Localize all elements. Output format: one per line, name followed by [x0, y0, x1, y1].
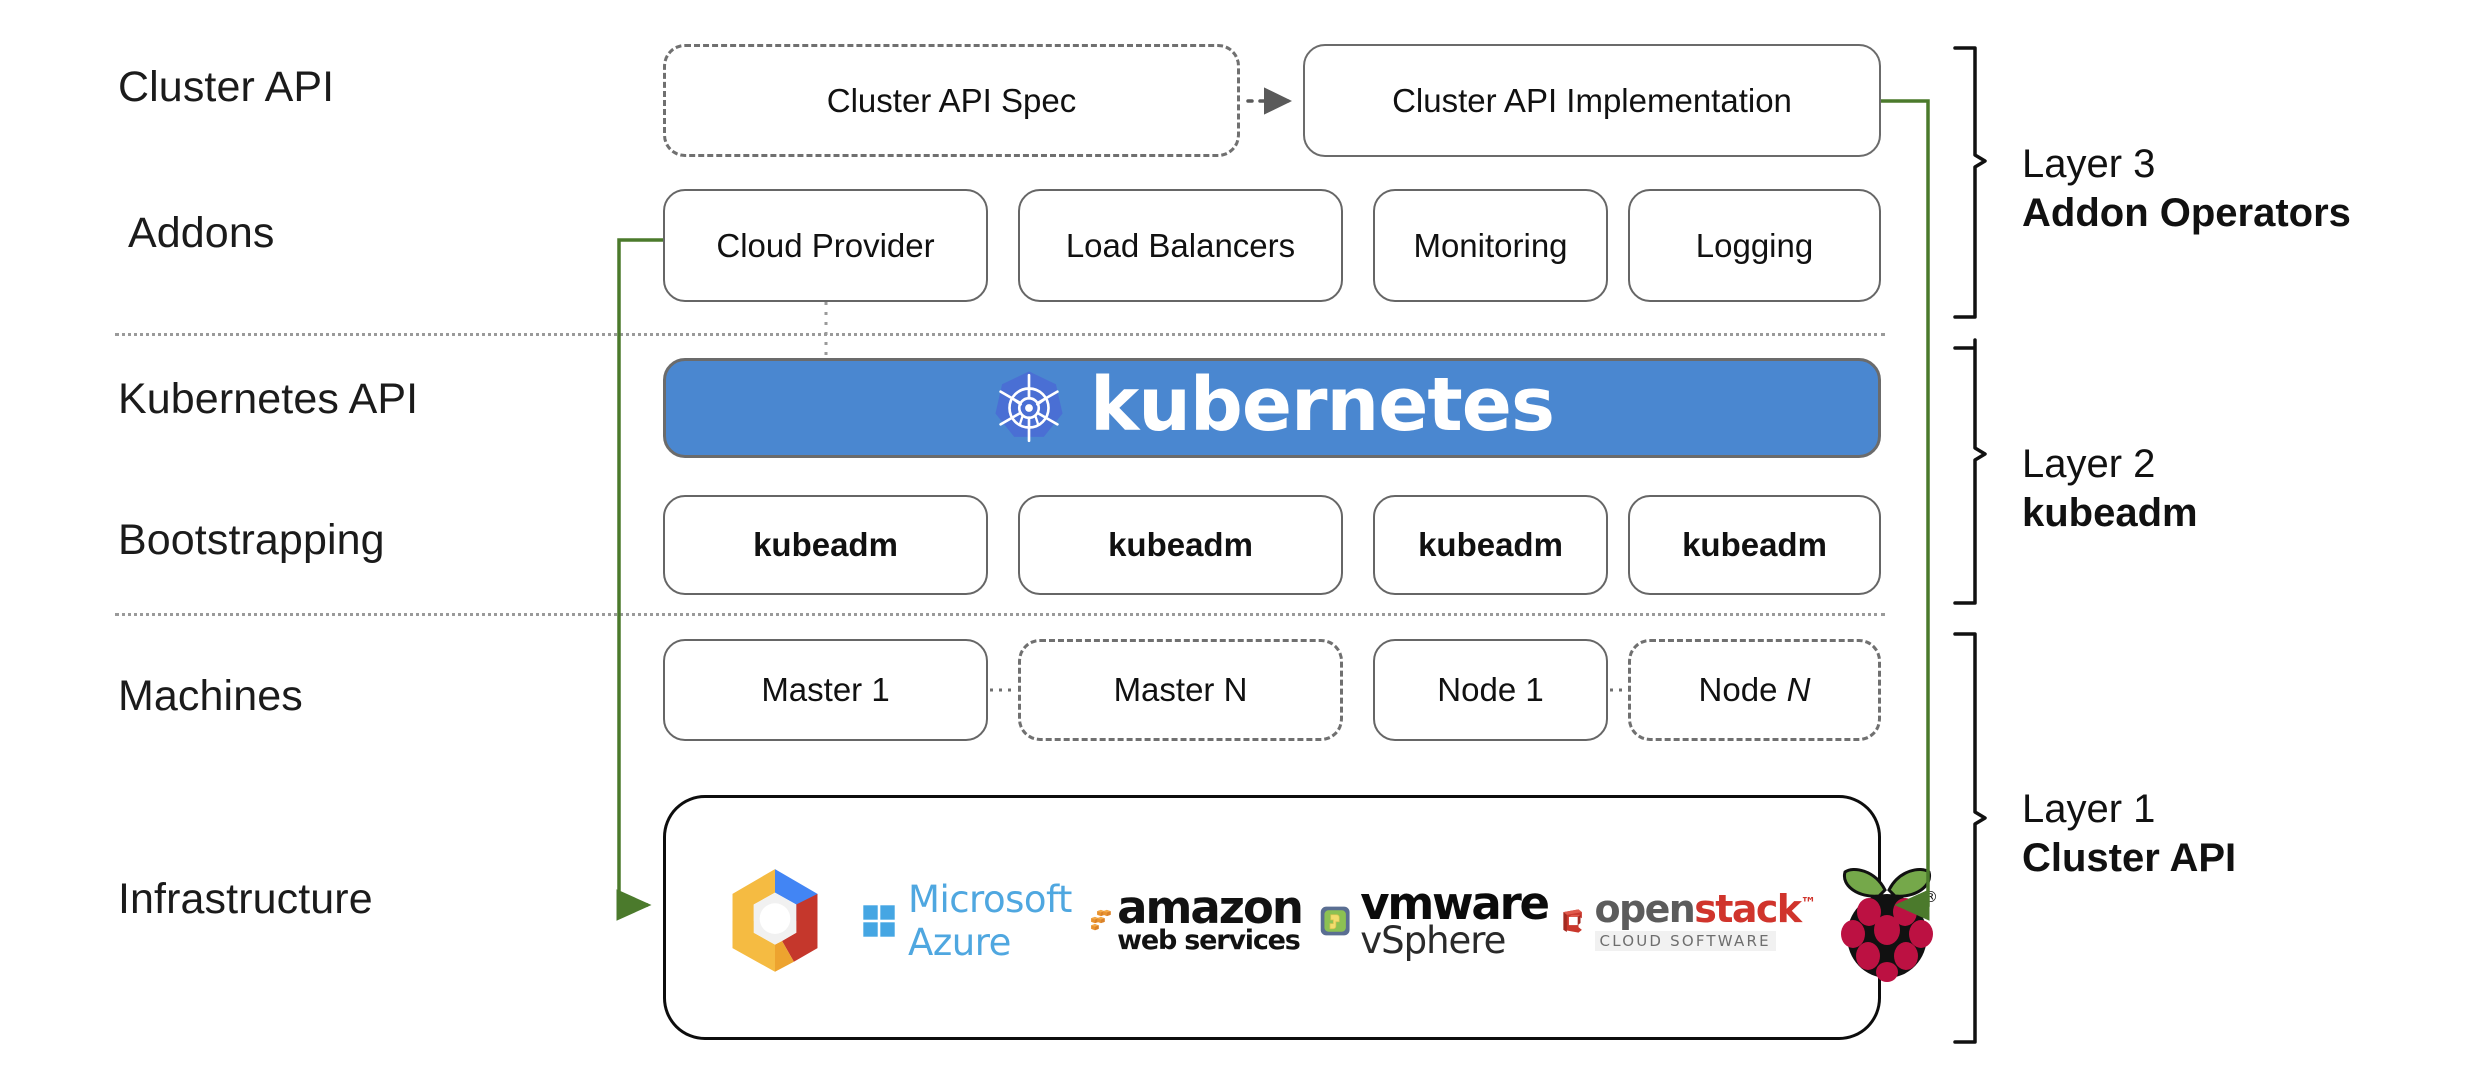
openstack-logo: openstack™ CLOUD SOFTWARE: [1548, 883, 1817, 959]
azure-wordmark: Microsoft Azure: [908, 877, 1072, 964]
layer-3-label: Layer 3 Addon Operators: [2022, 140, 2351, 238]
cloud-provider-to-infrastructure-connector: [616, 238, 663, 921]
machine-box-node-n[interactable]: Node N: [1628, 639, 1881, 741]
addon-box-load-balancers[interactable]: Load Balancers: [1018, 189, 1343, 302]
layer-1-bracket: [1953, 632, 1987, 1044]
layer-1-name: Cluster API: [2022, 835, 2237, 880]
addon-label: Cloud Provider: [716, 226, 935, 264]
infrastructure-box[interactable]: Microsoft Azure: [663, 795, 1938, 1040]
addon-label: Logging: [1695, 226, 1814, 264]
machine-label-italic-n: N: [1786, 671, 1811, 709]
layer-1-number: Layer 1: [2022, 787, 2156, 831]
amazon-web-services-logo: amazon web services: [1090, 878, 1304, 964]
row-label-cluster-api: Cluster API: [118, 63, 335, 111]
vmware-vsphere-logo: vmware vSphere: [1302, 876, 1550, 963]
bootstrap-box-3[interactable]: kubeadm: [1373, 495, 1608, 595]
amazon-web-services-subtitle: web services: [1117, 925, 1301, 957]
bootstrap-box-2[interactable]: kubeadm: [1018, 495, 1343, 595]
addon-box-cloud-provider[interactable]: Cloud Provider: [663, 189, 988, 302]
addon-box-monitoring[interactable]: Monitoring: [1373, 189, 1608, 302]
section-separator-upper: [115, 333, 1885, 336]
addon-box-logging[interactable]: Logging: [1628, 189, 1881, 302]
section-separator-lower: [115, 613, 1885, 616]
bootstrap-label: kubeadm: [1682, 526, 1827, 564]
row-label-kubernetes-api: Kubernetes API: [118, 375, 419, 423]
google-cloud-logo: [716, 862, 834, 980]
layer-3-number: Layer 3: [2022, 142, 2156, 186]
cluster-api-implementation-box[interactable]: Cluster API Implementation: [1303, 44, 1881, 157]
vmware-wordmark: vmware: [1360, 876, 1550, 930]
cluster-api-spec-box[interactable]: Cluster API Spec: [663, 44, 1240, 157]
layer-3-name: Addon Operators: [2022, 190, 2351, 235]
machine-label: Node 1: [1437, 671, 1544, 709]
bootstrap-label: kubeadm: [1418, 526, 1563, 564]
cluster-api-spec-label: Cluster API Spec: [826, 81, 1077, 119]
openstack-wordmark: openstack™: [1594, 887, 1817, 931]
machine-box-node-1[interactable]: Node 1: [1373, 639, 1608, 741]
row-label-machines: Machines: [118, 672, 303, 720]
amazon-wordmark: amazon: [1117, 880, 1304, 934]
row-label-infrastructure: Infrastructure: [118, 875, 373, 923]
bootstrap-box-1[interactable]: kubeadm: [663, 495, 988, 595]
kubernetes-helm-wheel-logo: [995, 371, 1063, 443]
layer-2-label: Layer 2 kubeadm: [2022, 440, 2198, 538]
addon-label: Load Balancers: [1065, 226, 1296, 264]
microsoft-azure-logo: Microsoft Azure: [834, 878, 1090, 964]
layer-3-bracket: [1953, 46, 1987, 319]
kubernetes-wordmark: kubernetes: [1089, 362, 1555, 448]
bootstrap-label: kubeadm: [1108, 526, 1253, 564]
vsphere-subtitle: vSphere: [1360, 919, 1506, 963]
layer-2-name: kubeadm: [2022, 490, 2198, 535]
addon-label: Monitoring: [1413, 226, 1568, 264]
layer-1-label: Layer 1 Cluster API: [2022, 785, 2236, 883]
row-label-addons: Addons: [128, 209, 275, 257]
cluster-api-implementation-label: Cluster API Implementation: [1392, 81, 1792, 119]
svg-text:®: ®: [1923, 888, 1938, 906]
bootstrap-label: kubeadm: [753, 526, 898, 564]
layer-2-number: Layer 2: [2022, 442, 2156, 486]
machine-label: Master N: [1113, 671, 1248, 709]
bootstrap-box-4[interactable]: kubeadm: [1628, 495, 1881, 595]
openstack-subtitle: CLOUD SOFTWARE: [1594, 931, 1776, 951]
machine-box-master-1[interactable]: Master 1: [663, 639, 988, 741]
raspberry-pi-logo: ®: [1815, 860, 1939, 982]
machine-label-node-n: Node N: [1698, 671, 1811, 709]
cluster-api-implementation-to-infrastructure-connector: [1881, 99, 1930, 921]
machine-box-master-n[interactable]: Master N: [1018, 639, 1343, 741]
machine-label: Master 1: [761, 671, 890, 709]
layer-2-bracket: [1953, 338, 1987, 605]
kubernetes-banner[interactable]: kubernetes: [663, 358, 1881, 458]
row-label-bootstrapping: Bootstrapping: [118, 516, 385, 564]
